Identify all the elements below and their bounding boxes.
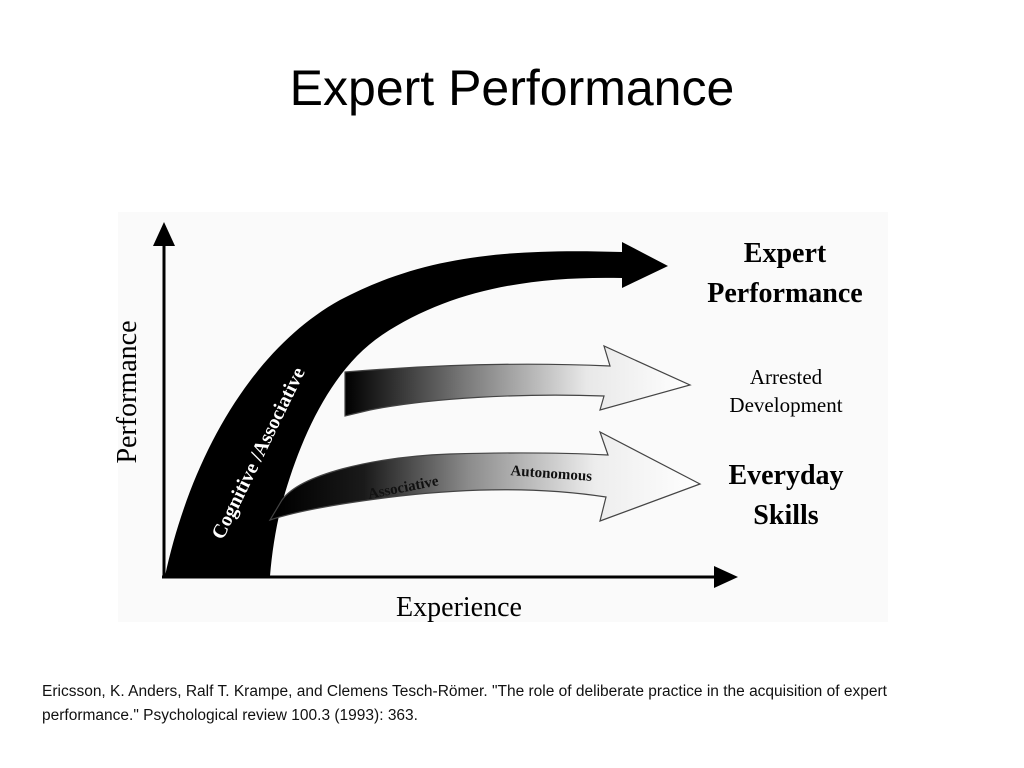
expert-path-band <box>165 242 668 576</box>
x-axis-arrowhead <box>714 566 738 588</box>
slide-title: Expert Performance <box>289 60 735 116</box>
y-axis-arrowhead <box>153 222 175 246</box>
everyday-skills-label-line1: Everyday <box>728 460 843 491</box>
expert-performance-label-line1: Expert <box>744 238 827 269</box>
autonomous-label: Autonomous <box>510 463 593 485</box>
arrested-development-arrow <box>344 344 692 417</box>
arrested-development-label-line1: Arrested <box>750 365 823 389</box>
everyday-skills-arrow <box>268 430 702 522</box>
arrested-development-label-line2: Development <box>729 393 842 417</box>
everyday-skills-label-line2: Skills <box>753 500 818 531</box>
y-axis-label: Performance <box>112 320 143 463</box>
citation: Ericsson, K. Anders, Ralf T. Krampe, and… <box>42 683 887 724</box>
expert-performance-label-line2: Performance <box>707 278 862 309</box>
x-axis-label: Experience <box>396 592 522 623</box>
